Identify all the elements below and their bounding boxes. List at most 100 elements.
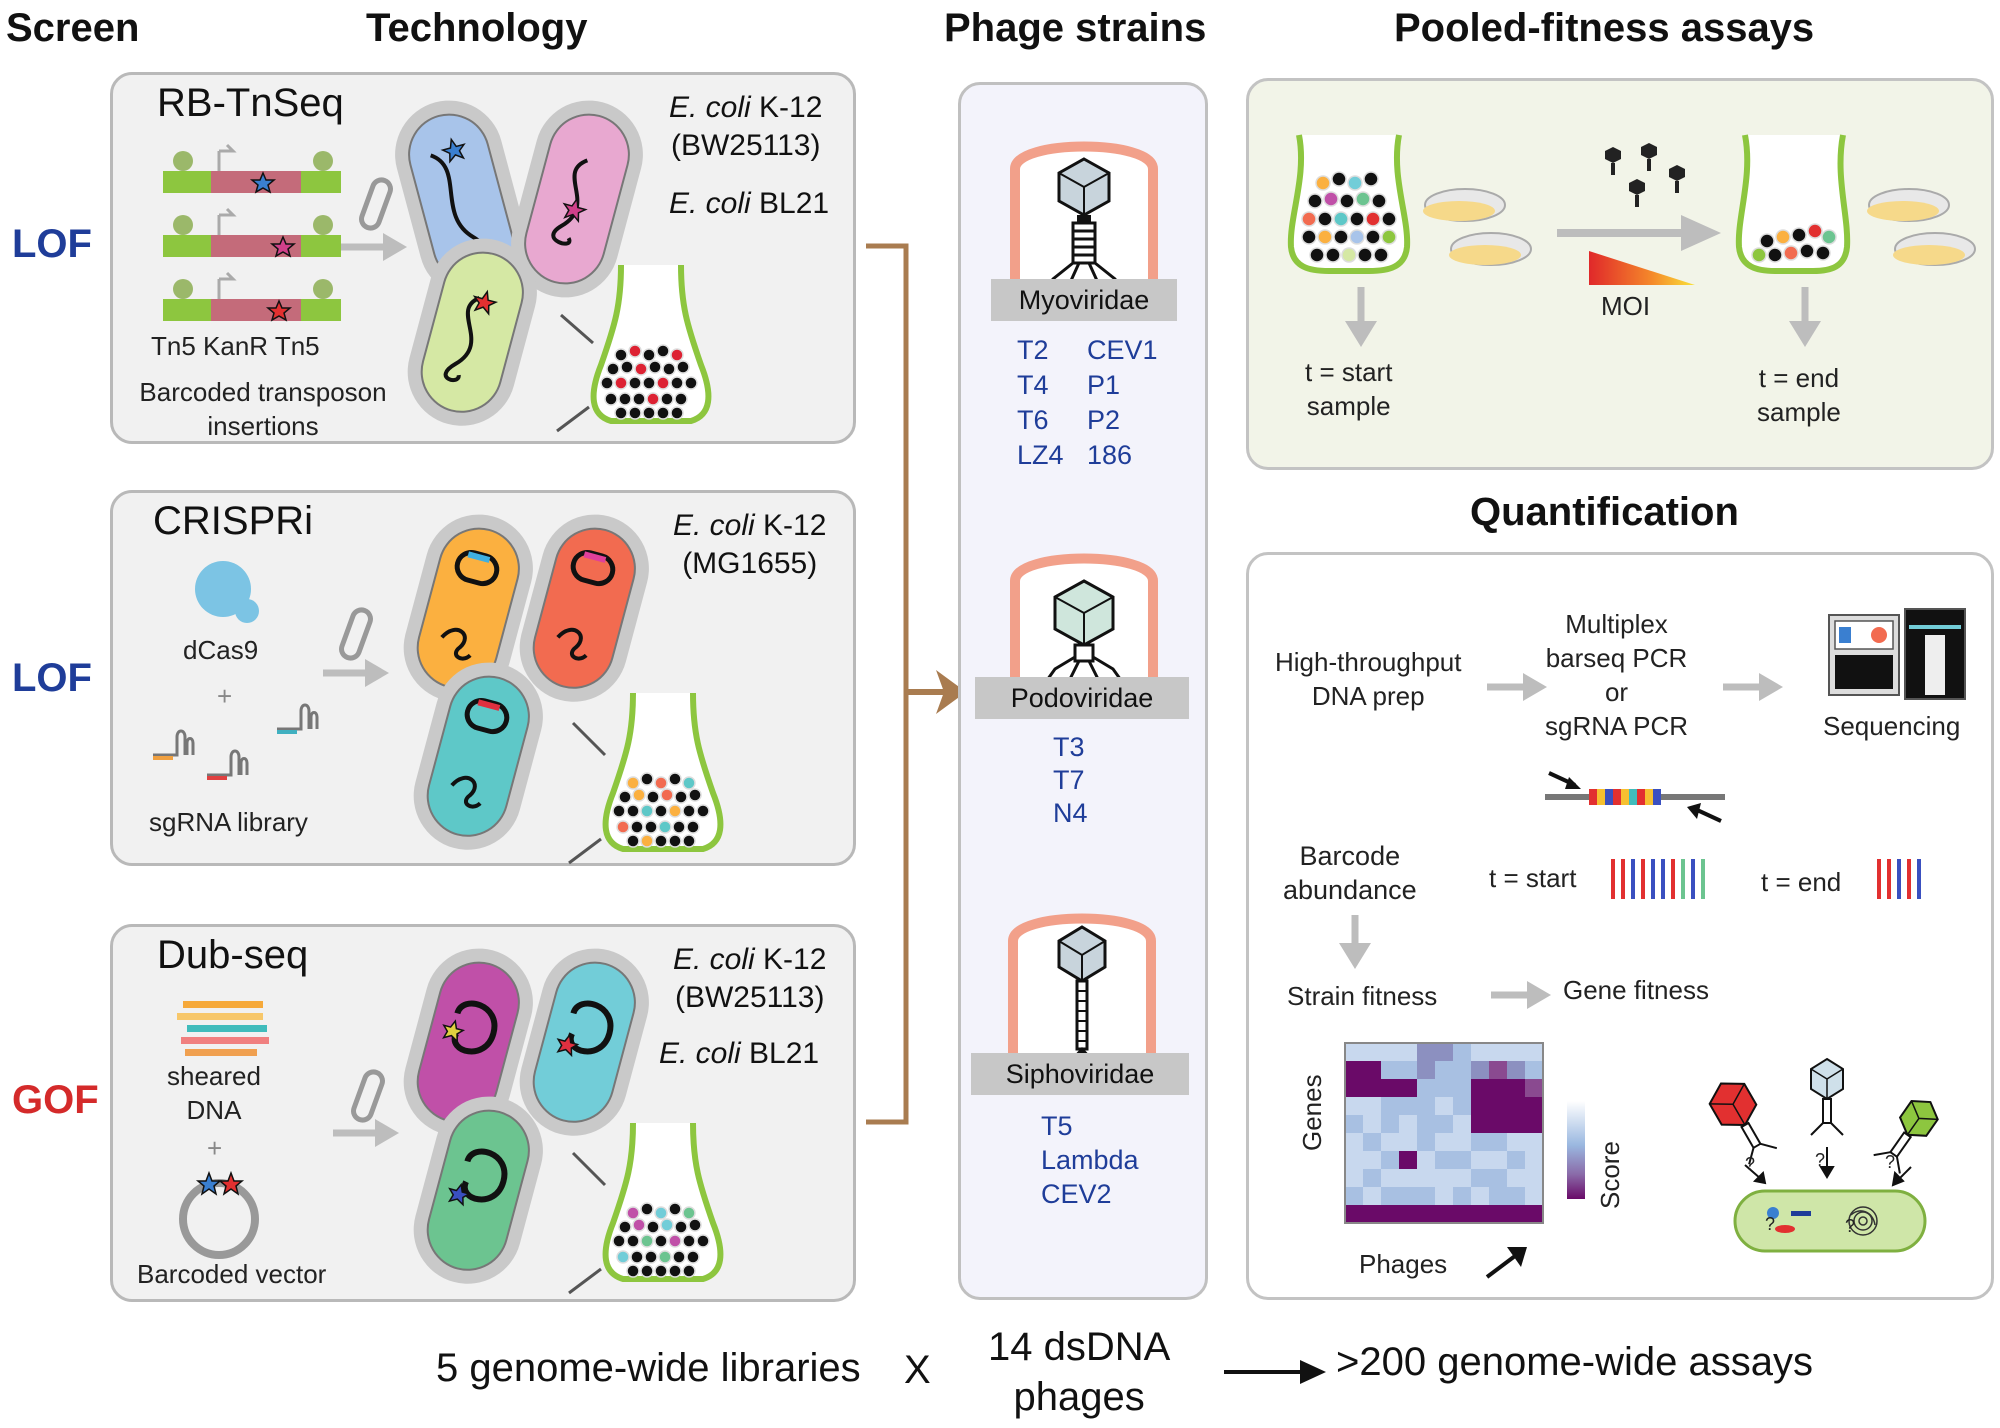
heatmap-cell <box>1345 1187 1363 1205</box>
heatmap-cell <box>1381 1043 1399 1061</box>
siphoviridae-list: T5 Lambda CEV2 <box>1041 1109 1139 1211</box>
rbtnseq-strain-1: E. coli K-12 (BW25113) <box>669 89 822 165</box>
paperclip-icon <box>351 1069 385 1123</box>
rbtnseq-strain-1-rest: K-12 <box>750 91 823 124</box>
heatmap-cell <box>1435 1061 1453 1079</box>
dubseq-strain-2-rest: BL21 <box>740 1037 820 1070</box>
header-technology: Technology <box>366 6 588 50</box>
t-start-sample-label: t = start sample <box>1305 355 1392 423</box>
myoviridae-list-col2: CEV1 P1 P2 186 <box>1087 333 1158 473</box>
dubseq-vector-label: Barcoded vector <box>137 1259 327 1289</box>
heatmap-cell <box>1453 1097 1471 1115</box>
paperclip-icon <box>339 607 373 661</box>
heatmap-cell <box>1399 1115 1417 1133</box>
panel-crispri: CRISPRi E. coli K-12 (MG1655) dCas9 + sg… <box>110 490 856 866</box>
heatmap-cell <box>1363 1115 1381 1133</box>
heatmap-cell <box>1471 1079 1489 1097</box>
heatmap-genes-label: Genes <box>1297 1074 1327 1151</box>
barcode-counts-start <box>1611 859 1705 899</box>
heatmap-cell <box>1345 1061 1363 1079</box>
phage-name: T6 <box>1017 405 1049 435</box>
heatmap-cell <box>1399 1169 1417 1187</box>
crispri-strain-1: E. coli K-12 (MG1655) <box>673 507 826 583</box>
heatmap-cell <box>1417 1043 1435 1061</box>
heatmap-cell <box>1399 1097 1417 1115</box>
heatmap-cell <box>1417 1187 1435 1205</box>
heatmap-cell <box>1381 1151 1399 1169</box>
heatmap-cell <box>1471 1133 1489 1151</box>
bc-1: Barcode <box>1299 841 1401 871</box>
fitness-right-arrow <box>1491 981 1551 1009</box>
heatmap-cell <box>1417 1061 1435 1079</box>
podoviridae-family-bar: Podoviridae <box>975 677 1189 719</box>
heatmap-cell <box>1471 1151 1489 1169</box>
heatmap-cell <box>1525 1151 1543 1169</box>
heatmap-cell <box>1525 1043 1543 1061</box>
phage-name: P1 <box>1087 370 1121 400</box>
heatmap-cell <box>1417 1115 1435 1133</box>
heatmap-cell <box>1363 1187 1381 1205</box>
bc-2: abundance <box>1283 875 1417 905</box>
siphoviridae-phage-icon <box>1008 913 1156 1071</box>
mp-4: sgRNA PCR <box>1545 711 1689 741</box>
heatmap-cell <box>1489 1205 1507 1223</box>
heatmap-cell <box>1399 1043 1417 1061</box>
moi-gradient-triangle <box>1589 251 1695 285</box>
heatmap-cell <box>1399 1205 1417 1223</box>
heatmap-cell <box>1345 1115 1363 1133</box>
t-end-label: t = end <box>1758 363 1840 393</box>
footer-dsdna: 14 dsDNA phages <box>988 1322 1170 1422</box>
barcoded-vector-icon <box>179 1170 259 1259</box>
heatmap-cell <box>1471 1205 1489 1223</box>
phages-arrow <box>1485 1247 1527 1279</box>
heatmap-cell <box>1525 1061 1543 1079</box>
myoviridae-family-bar: Myoviridae <box>991 279 1177 321</box>
rbtnseq-caption: Barcoded transposon insertions <box>127 375 399 443</box>
dubseq-strain-1-sub: (BW25113) <box>674 981 825 1014</box>
heatmap-cell <box>1435 1205 1453 1223</box>
quant-t-start-label: t = start <box>1489 863 1577 893</box>
rbtnseq-construct-label: Tn5 KanR Tn5 <box>151 331 320 361</box>
crispri-strain-1-italic: E. coli <box>673 509 755 542</box>
footer-assays: >200 genome-wide assays <box>1336 1340 1813 1384</box>
moi-label: MOI <box>1601 291 1651 321</box>
heatmap-frame <box>1344 1042 1544 1224</box>
heatmap-cell <box>1453 1115 1471 1133</box>
crispri-sgrna-label: sgRNA library <box>149 807 308 837</box>
heatmap-cell <box>1507 1043 1525 1061</box>
myoviridae-phage-icon <box>1010 141 1158 299</box>
dubseq-sheared-2: DNA <box>186 1095 242 1125</box>
dubseq-strain-1-rest: K-12 <box>754 943 827 976</box>
heatmap-cell <box>1363 1097 1381 1115</box>
rbtnseq-strain-2-rest: BL21 <box>750 187 830 220</box>
heatmap-cell <box>1363 1151 1381 1169</box>
gene-fitness-label: Gene fitness <box>1563 975 1709 1005</box>
heatmap-cell <box>1381 1169 1399 1187</box>
phage-name: CEV2 <box>1041 1179 1112 1209</box>
phage-name: CEV1 <box>1087 335 1158 365</box>
heatmap-cell <box>1363 1205 1381 1223</box>
t-start-label: t = start <box>1305 357 1393 387</box>
heatmap-cell <box>1453 1061 1471 1079</box>
heatmap-cell <box>1435 1043 1453 1061</box>
sequencer-icon <box>1828 608 1966 700</box>
heatmap-cell <box>1525 1169 1543 1187</box>
heatmap-cell <box>1471 1043 1489 1061</box>
heatmap-cell <box>1345 1169 1363 1187</box>
sgrna-icons <box>153 703 319 780</box>
mp-3: or <box>1604 677 1629 707</box>
heatmap-cell <box>1453 1079 1471 1097</box>
end-flask <box>1735 134 1851 274</box>
heatmap-cell <box>1525 1133 1543 1151</box>
petri-dishes-end <box>1867 188 1976 266</box>
heatmap-cell <box>1345 1097 1363 1115</box>
crispri-strain-1-sub: (MG1655) <box>682 547 818 580</box>
dubseq-strain-2-italic: E. coli <box>659 1037 741 1070</box>
heatmap-cell <box>1453 1151 1471 1169</box>
heatmap-cell <box>1381 1079 1399 1097</box>
panel-phage-strains: Myoviridae T2 T4 T6 LZ4 CEV1 P1 P2 186 P… <box>958 82 1208 1300</box>
podoviridae-phage-icon <box>1010 553 1158 691</box>
heatmap-cell <box>1435 1079 1453 1097</box>
crispri-plus: + <box>217 681 233 711</box>
sheared-dna-icon <box>177 1001 269 1056</box>
